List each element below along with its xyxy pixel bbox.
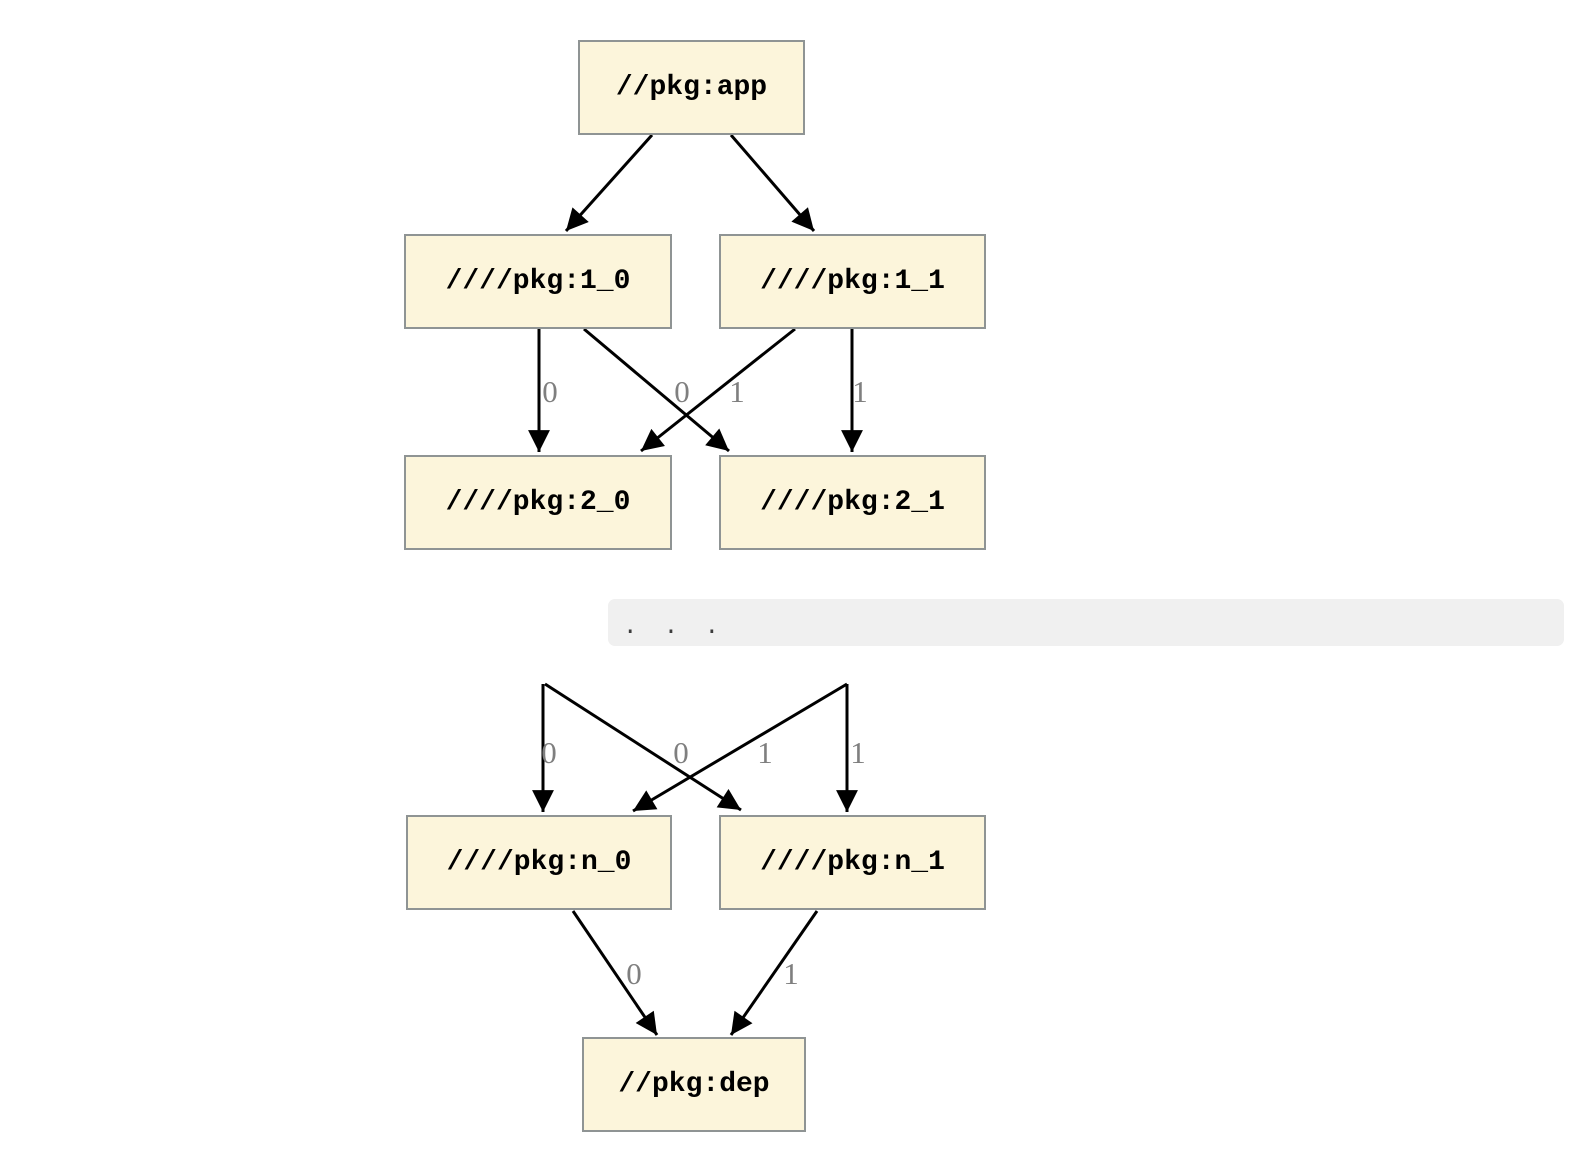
edge-1-1-to-2-0 (640, 327, 796, 453)
node-pkg-n-1-label: ////pkg:n_1 (760, 847, 945, 878)
node-pkg-app: //pkg:app (578, 40, 805, 135)
edge-label-hidden0-to-n-0: 0 (541, 735, 557, 770)
edge-label-1-0-to-2-0: 0 (542, 374, 558, 409)
node-pkg-2-1-label: ////pkg:2_1 (760, 487, 945, 518)
node-pkg-app-label: //pkg:app (615, 72, 768, 103)
ellipsis-text: . . . (623, 614, 726, 641)
edge-label-1-1-to-2-1: 1 (852, 374, 868, 409)
node-pkg-2-0: ////pkg:2_0 (404, 455, 672, 550)
edge-label-hidden1-to-n-1: 1 (850, 735, 866, 770)
node-pkg-1-1-label: ////pkg:1_1 (760, 266, 945, 297)
edge-app-to-1-0 (564, 133, 654, 233)
ellipsis-band: . . . (608, 599, 1564, 646)
edge-hidden0-to-n-1 (544, 682, 742, 812)
edge-label-n-1-to-dep: 1 (783, 956, 799, 991)
node-pkg-2-1: ////pkg:2_1 (719, 455, 986, 550)
edge-label-1-1-to-2-0: 0 (674, 374, 690, 409)
node-pkg-n-0: ////pkg:n_0 (406, 815, 672, 910)
edge-1-0-to-2-1 (583, 327, 730, 453)
node-pkg-dep: //pkg:dep (582, 1037, 806, 1132)
node-pkg-1-0-label: ////pkg:1_0 (445, 266, 631, 297)
node-pkg-1-0: ////pkg:1_0 (404, 234, 672, 329)
node-pkg-1-1: ////pkg:1_1 (719, 234, 986, 329)
edge-label-hidden0-to-n-1: 1 (757, 735, 773, 770)
node-pkg-n-1: ////pkg:n_1 (719, 815, 986, 910)
edge-label-hidden1-to-n-0: 0 (673, 735, 689, 770)
edge-app-to-1-1 (729, 134, 816, 232)
edge-hidden1-to-n-0 (632, 682, 848, 813)
edge-label-1-0-to-2-1: 1 (729, 374, 745, 409)
edge-n-1-to-dep (729, 910, 819, 1036)
node-pkg-n-0-label: ////pkg:n_0 (446, 847, 632, 878)
edge-n-0-to-dep (571, 910, 659, 1036)
edge-label-n-0-to-dep: 0 (626, 956, 642, 991)
node-pkg-dep-label: //pkg:dep (618, 1069, 770, 1100)
node-pkg-2-0-label: ////pkg:2_0 (445, 487, 631, 518)
